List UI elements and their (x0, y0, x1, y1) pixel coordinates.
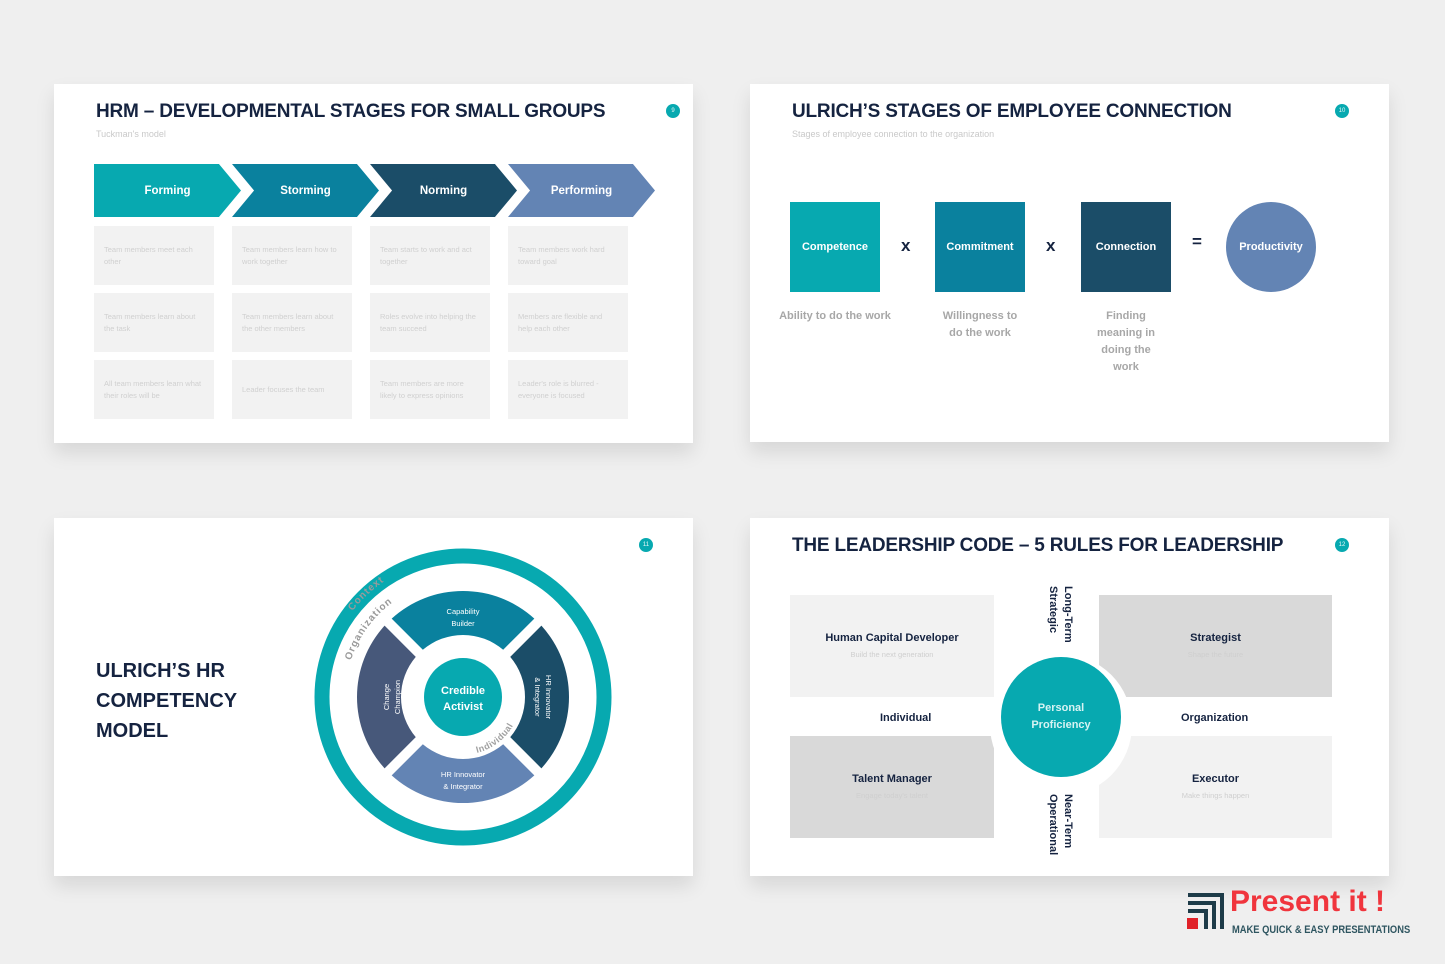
stage-chevron-performing: Performing (508, 164, 655, 217)
brand-name: Present it ! (1230, 885, 1386, 918)
present-it-logo: Present it ! MAKE QUICK & EASY PRESENTAT… (1186, 886, 1426, 942)
segment-left-label: Change (382, 684, 391, 710)
connection-box: Connection (1081, 202, 1171, 292)
multiply-sign: x (901, 236, 911, 255)
svg-text:Champion: Champion (393, 680, 402, 714)
stage-description: Members are flexible and help each other (508, 293, 628, 352)
personal-proficiency-circle: Personal Proficiency (1001, 657, 1121, 777)
segment-right-label: HR Innovator (544, 675, 553, 720)
stage-description: Team starts to work and act together (370, 226, 490, 285)
stage-chevron-forming: Forming (94, 164, 241, 217)
page-number: 11 (639, 538, 653, 552)
segment-right (510, 625, 569, 769)
center-label-2: Activist (443, 701, 483, 713)
commitment-box: Commitment (935, 202, 1025, 292)
center-label-1: Credible (441, 685, 485, 697)
equals-sign: = (1192, 232, 1202, 251)
caption: Finding meaning in doing the work (1096, 310, 1156, 373)
competence-box: Competence (790, 202, 880, 292)
slide-developmental-stages[interactable]: HRM – DEVELOPMENTAL STAGES FOR SMALL GRO… (54, 84, 693, 443)
page-number: 9 (666, 104, 680, 118)
competency-wheel: Credible Activist Context Organization I… (314, 548, 612, 846)
caption: Ability to do the work (779, 310, 891, 322)
logo-mark-icon (1187, 893, 1224, 929)
segment-bottom (391, 744, 535, 803)
stage-description: Team members learn about the other membe… (232, 293, 352, 352)
page-number: 10 (1335, 104, 1349, 118)
segment-bottom-label: HR Innovator (441, 770, 486, 779)
stage-description: All team members learn what their roles … (94, 360, 214, 419)
stage-description: Leader's role is blurred - everyone is f… (508, 360, 628, 419)
stage-chevron-storming: Storming (232, 164, 379, 217)
multiply-sign: x (1046, 236, 1056, 255)
productivity-circle: Productivity (1226, 202, 1316, 292)
slide-title: THE LEADERSHIP CODE – 5 RULES FOR LEADER… (792, 535, 1284, 556)
stage-description: Leader focuses the team (232, 360, 352, 419)
slide-title: ULRICH’S STAGES OF EMPLOYEE CONNECTION (792, 101, 1232, 122)
slide-subtitle: Stages of employee connection to the org… (792, 129, 995, 139)
stage-description: Team members are more likely to express … (370, 360, 490, 419)
stage-chevron-norming: Norming (370, 164, 517, 217)
stage-description: Team members meet each other (94, 226, 214, 285)
svg-text:& Integrator: & Integrator (443, 782, 483, 791)
axis-organization: Organization (1181, 712, 1249, 724)
segment-top-label: Capability (447, 607, 480, 616)
svg-text:Builder: Builder (451, 619, 475, 628)
brand-tagline: MAKE QUICK & EASY PRESENTATIONS (1232, 924, 1411, 936)
slide-employee-connection[interactable]: ULRICH’S STAGES OF EMPLOYEE CONNECTION S… (750, 84, 1389, 442)
context-ring (314, 548, 612, 846)
slide-subtitle: Tuckman's model (96, 129, 166, 139)
stage-description: Team members learn how to work together (232, 226, 352, 285)
page-number: 12 (1335, 538, 1349, 552)
segment-left (357, 625, 416, 769)
slide-leadership-code[interactable]: THE LEADERSHIP CODE – 5 RULES FOR LEADER… (750, 518, 1389, 876)
segment-top (391, 591, 535, 650)
caption: Willingness to do the work (942, 310, 1018, 339)
stage-description: Team members learn about the task (94, 293, 214, 352)
slide-title: HRM – DEVELOPMENTAL STAGES FOR SMALL GRO… (96, 101, 606, 122)
stage-description: Team members work hard toward goal (508, 226, 628, 285)
axis-individual: Individual (880, 712, 932, 724)
svg-text:& Integrator: & Integrator (533, 677, 542, 717)
center-circle (424, 658, 502, 736)
stage-description: Roles evolve into helping the team succe… (370, 293, 490, 352)
